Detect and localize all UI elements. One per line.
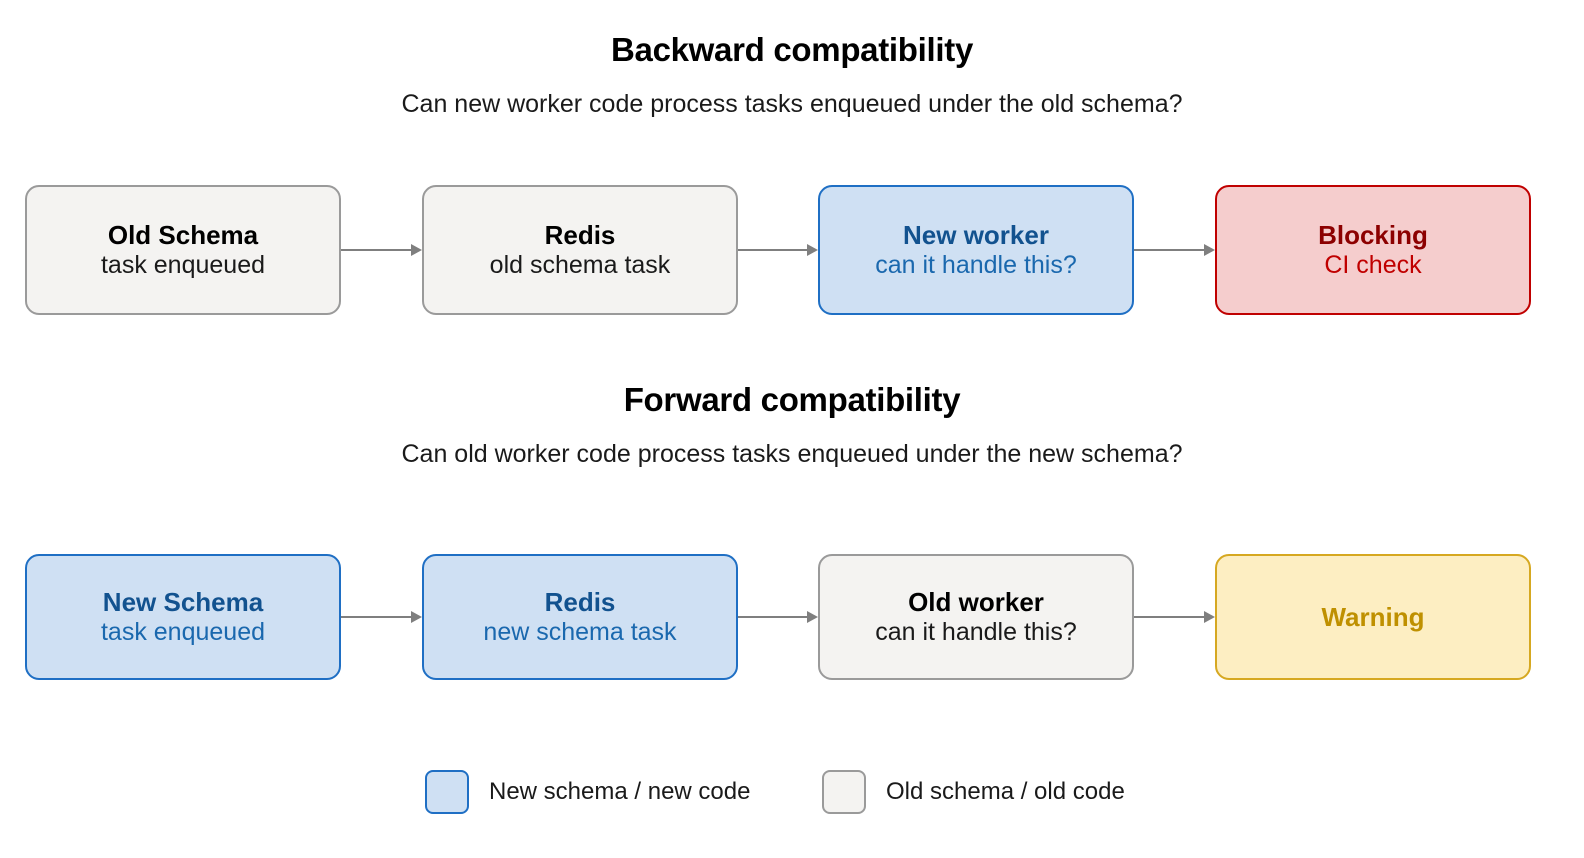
node-redis-old[interactable]: Redis old schema task [422,185,738,315]
arrow-head-icon [1204,244,1215,256]
legend-item-new-schema: New schema / new code [425,766,750,818]
node-title: Redis [544,586,616,617]
node-old-schema[interactable]: Old Schema task enqueued [25,185,341,315]
arrow-new-worker-to-blocking [1134,244,1215,256]
node-subtitle: old schema task [489,250,671,279]
node-blocking-ci-check[interactable]: Blocking CI check [1215,185,1531,315]
node-subtitle: task enqueued [100,617,266,646]
legend-item-old-schema: Old schema / old code [822,766,1125,818]
arrow-head-icon [411,244,422,256]
node-title: Blocking [1318,219,1428,250]
arrow-redis-to-old-worker [738,611,818,623]
arrow-old-schema-to-redis [341,244,422,256]
node-new-schema[interactable]: New Schema task enqueued [25,554,341,680]
node-title: Old Schema [107,219,259,250]
arrow-head-icon [807,244,818,256]
arrow-shaft [738,249,807,251]
arrow-shaft [738,616,807,618]
forward-flow-row: New Schema task enqueued Redis new schem… [0,554,1584,680]
node-title: New Schema [102,586,264,617]
arrow-redis-to-new-worker [738,244,818,256]
node-title: New worker [903,219,1049,250]
legend-swatch-grey-icon [822,770,866,814]
node-subtitle: can it handle this? [875,250,1077,279]
node-warning[interactable]: Warning [1215,554,1531,680]
node-subtitle: new schema task [483,617,677,646]
arrow-shaft [341,616,411,618]
node-subtitle: can it handle this? [875,617,1077,646]
node-title: Warning [1321,601,1425,632]
backward-flow-row: Old Schema task enqueued Redis old schem… [0,185,1584,315]
node-title: Old worker [908,586,1044,617]
node-new-worker[interactable]: New worker can it handle this? [818,185,1134,315]
legend: New schema / new code Old schema / old c… [0,766,1584,818]
arrow-head-icon [807,611,818,623]
arrow-head-icon [411,611,422,623]
forward-compatibility-title: Forward compatibility [623,381,961,418]
arrow-shaft [1134,249,1204,251]
arrow-shaft [1134,616,1204,618]
node-subtitle: task enqueued [100,250,266,279]
node-redis-new[interactable]: Redis new schema task [422,554,738,680]
legend-label: New schema / new code [489,778,751,805]
node-subtitle: CI check [1324,250,1422,279]
arrow-head-icon [1204,611,1215,623]
backward-compatibility-title: Backward compatibility [610,31,973,68]
node-old-worker[interactable]: Old worker can it handle this? [818,554,1134,680]
arrow-shaft [341,249,411,251]
node-title: Redis [544,219,616,250]
legend-swatch-blue-icon [425,770,469,814]
arrow-new-schema-to-redis [341,611,422,623]
backward-compatibility-subtitle: Can new worker code process tasks enqueu… [401,90,1183,118]
arrow-old-worker-to-warning [1134,611,1215,623]
forward-compatibility-subtitle: Can old worker code process tasks enqueu… [401,440,1183,468]
legend-label: Old schema / old code [886,778,1125,805]
